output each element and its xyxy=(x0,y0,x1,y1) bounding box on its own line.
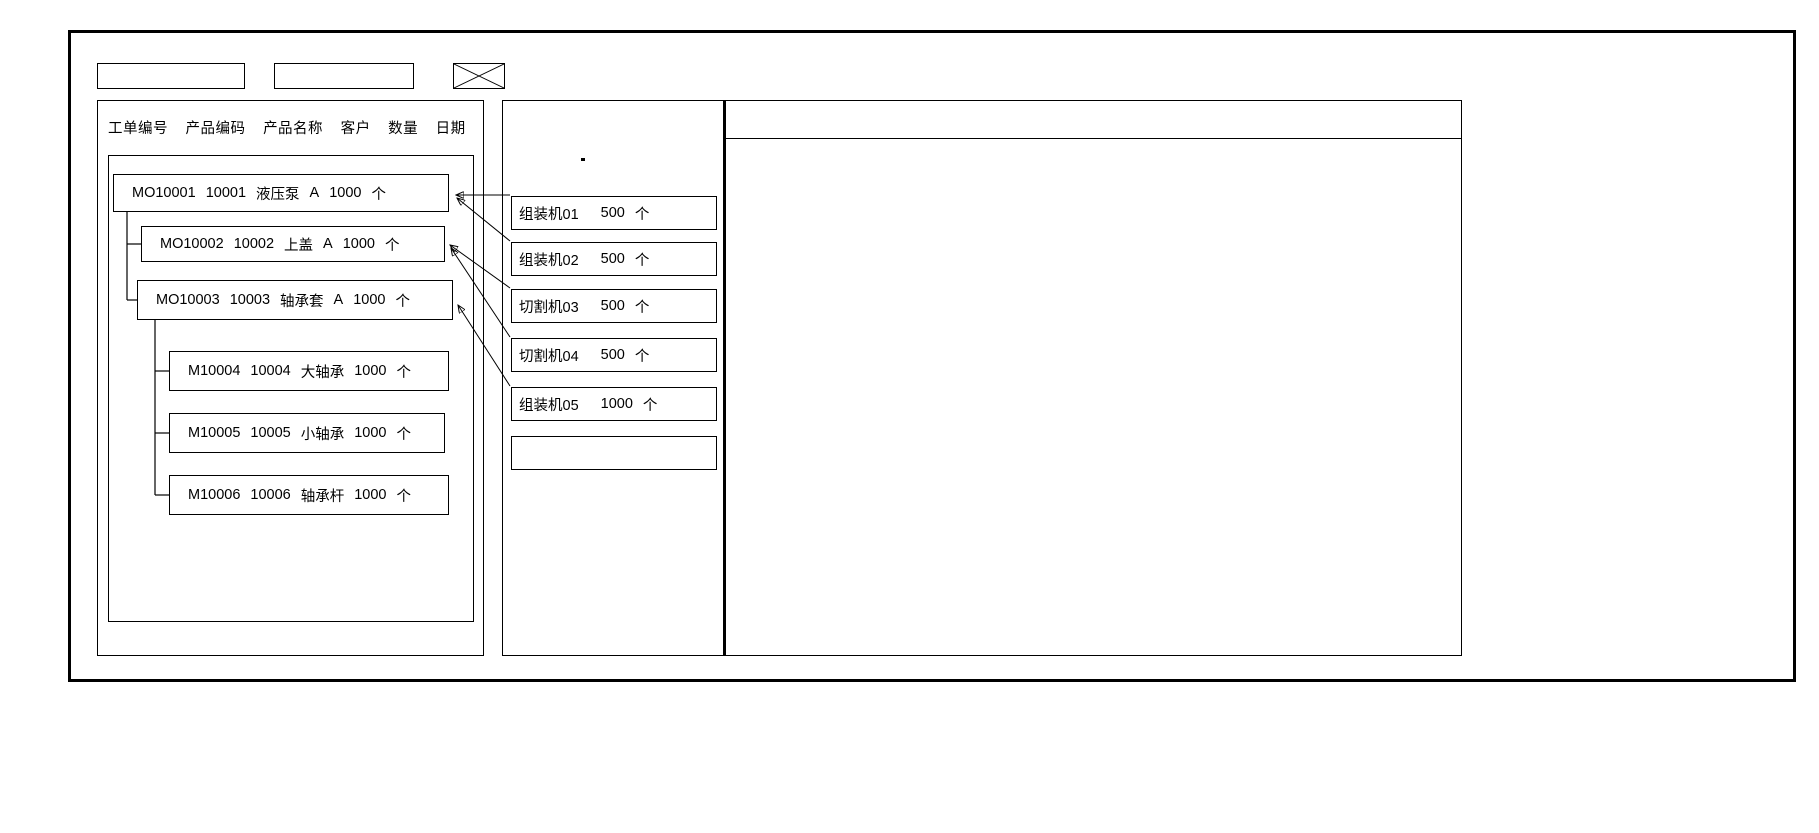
cell-unit: 个 xyxy=(395,293,410,310)
machine-qty: 500 xyxy=(600,347,625,363)
cell-unit: 个 xyxy=(371,186,386,203)
detail-panel-header xyxy=(726,101,1461,139)
cell-qty: 1000 xyxy=(342,236,375,252)
cell-product-code: 10002 xyxy=(233,236,275,252)
column-header-row: 工单编号 产品编码 产品名称 客户 数量 日期 xyxy=(108,117,479,138)
cell-qty: 1000 xyxy=(329,185,362,201)
cell-product-name: 上盖 xyxy=(284,237,314,254)
cell-product-code: 10001 xyxy=(205,185,247,201)
cell-customer: A xyxy=(323,236,333,252)
machine-qty: 500 xyxy=(600,298,625,314)
list-item[interactable]: 组装机01 500 个 xyxy=(511,196,717,230)
cell-order-no: MO10001 xyxy=(132,185,196,201)
cell-order-no: M10005 xyxy=(188,425,241,441)
list-item[interactable]: 切割机03 500 个 xyxy=(511,289,717,323)
cell-product-name: 小轴承 xyxy=(300,426,345,443)
machine-name: 切割机03 xyxy=(519,299,579,316)
cell-product-code: 10003 xyxy=(229,292,271,308)
cell-order-no: M10004 xyxy=(188,363,241,379)
machine-unit: 个 xyxy=(642,397,658,414)
table-row[interactable]: MO10002 10002 上盖 A 1000 个 xyxy=(141,226,445,262)
cell-unit: 个 xyxy=(384,237,400,254)
list-item[interactable]: 切割机04 500 个 xyxy=(511,338,717,372)
column-header-customer: 客户 xyxy=(340,121,371,137)
cell-qty: 1000 xyxy=(354,425,387,441)
cell-order-no: MO10003 xyxy=(156,292,220,308)
application-window: 工单编号 产品编码 产品名称 客户 数量 日期 xyxy=(68,30,1796,682)
machine-unit: 个 xyxy=(634,252,650,269)
machine-unit: 个 xyxy=(634,206,650,223)
list-item[interactable]: 组装机05 1000 个 xyxy=(511,387,717,421)
machine-unit: 个 xyxy=(634,348,650,365)
cell-product-code: 10004 xyxy=(250,363,291,379)
cell-order-no: M10006 xyxy=(188,487,241,503)
machine-qty: 500 xyxy=(600,205,625,221)
cell-customer: A xyxy=(333,292,344,308)
column-header-product-code: 产品编码 xyxy=(185,121,246,137)
machine-qty: 1000 xyxy=(600,396,633,412)
cell-product-name: 液压泵 xyxy=(256,186,300,203)
machine-name: 组装机02 xyxy=(519,252,579,269)
column-header-order-no: 工单编号 xyxy=(108,121,168,137)
table-row[interactable]: M10005 10005 小轴承 1000 个 xyxy=(169,413,445,453)
machine-task-panel: 组装机01 500 个 组装机02 500 个 切割机03 500 个 切割机0… xyxy=(502,100,724,656)
machine-unit: 个 xyxy=(634,299,650,316)
cell-qty: 1000 xyxy=(354,363,387,379)
cell-qty: 1000 xyxy=(354,487,387,503)
list-item[interactable]: 组装机02 500 个 xyxy=(511,242,717,276)
toolbar-field-1[interactable] xyxy=(97,63,245,89)
work-order-tree: MO10001 10001 液压泵 A 1000 个 MO10002 10002… xyxy=(108,155,474,622)
cell-unit: 个 xyxy=(396,364,412,381)
toolbar-field-2[interactable] xyxy=(274,63,414,89)
column-header-product-name: 产品名称 xyxy=(263,121,324,137)
column-header-date: 日期 xyxy=(435,121,466,137)
machine-empty-row[interactable] xyxy=(511,436,717,470)
dot-marker xyxy=(581,158,585,161)
cell-unit: 个 xyxy=(396,488,412,505)
table-row[interactable]: MO10001 10001 液压泵 A 1000 个 xyxy=(113,174,449,212)
column-header-qty: 数量 xyxy=(388,121,419,137)
cell-unit: 个 xyxy=(396,426,412,443)
cell-product-code: 10005 xyxy=(250,425,291,441)
cell-qty: 1000 xyxy=(353,292,386,308)
cell-order-no: MO10002 xyxy=(160,236,224,252)
machine-qty: 500 xyxy=(600,251,625,267)
table-row[interactable]: M10006 10006 轴承杆 1000 个 xyxy=(169,475,449,515)
table-row[interactable]: M10004 10004 大轴承 1000 个 xyxy=(169,351,449,391)
cell-product-code: 10006 xyxy=(250,487,291,503)
cell-customer: A xyxy=(309,185,320,201)
machine-name: 组装机05 xyxy=(519,397,579,414)
cell-product-name: 轴承杆 xyxy=(300,488,345,505)
detail-panel xyxy=(724,100,1462,656)
image-placeholder-icon[interactable] xyxy=(453,63,505,89)
cell-product-name: 轴承套 xyxy=(280,293,324,310)
machine-name: 组装机01 xyxy=(519,206,579,223)
machine-name: 切割机04 xyxy=(519,348,579,365)
detail-panel-body[interactable] xyxy=(726,139,1461,655)
table-row[interactable]: MO10003 10003 轴承套 A 1000 个 xyxy=(137,280,453,320)
cell-product-name: 大轴承 xyxy=(300,364,345,381)
work-order-panel: 工单编号 产品编码 产品名称 客户 数量 日期 xyxy=(97,100,484,656)
